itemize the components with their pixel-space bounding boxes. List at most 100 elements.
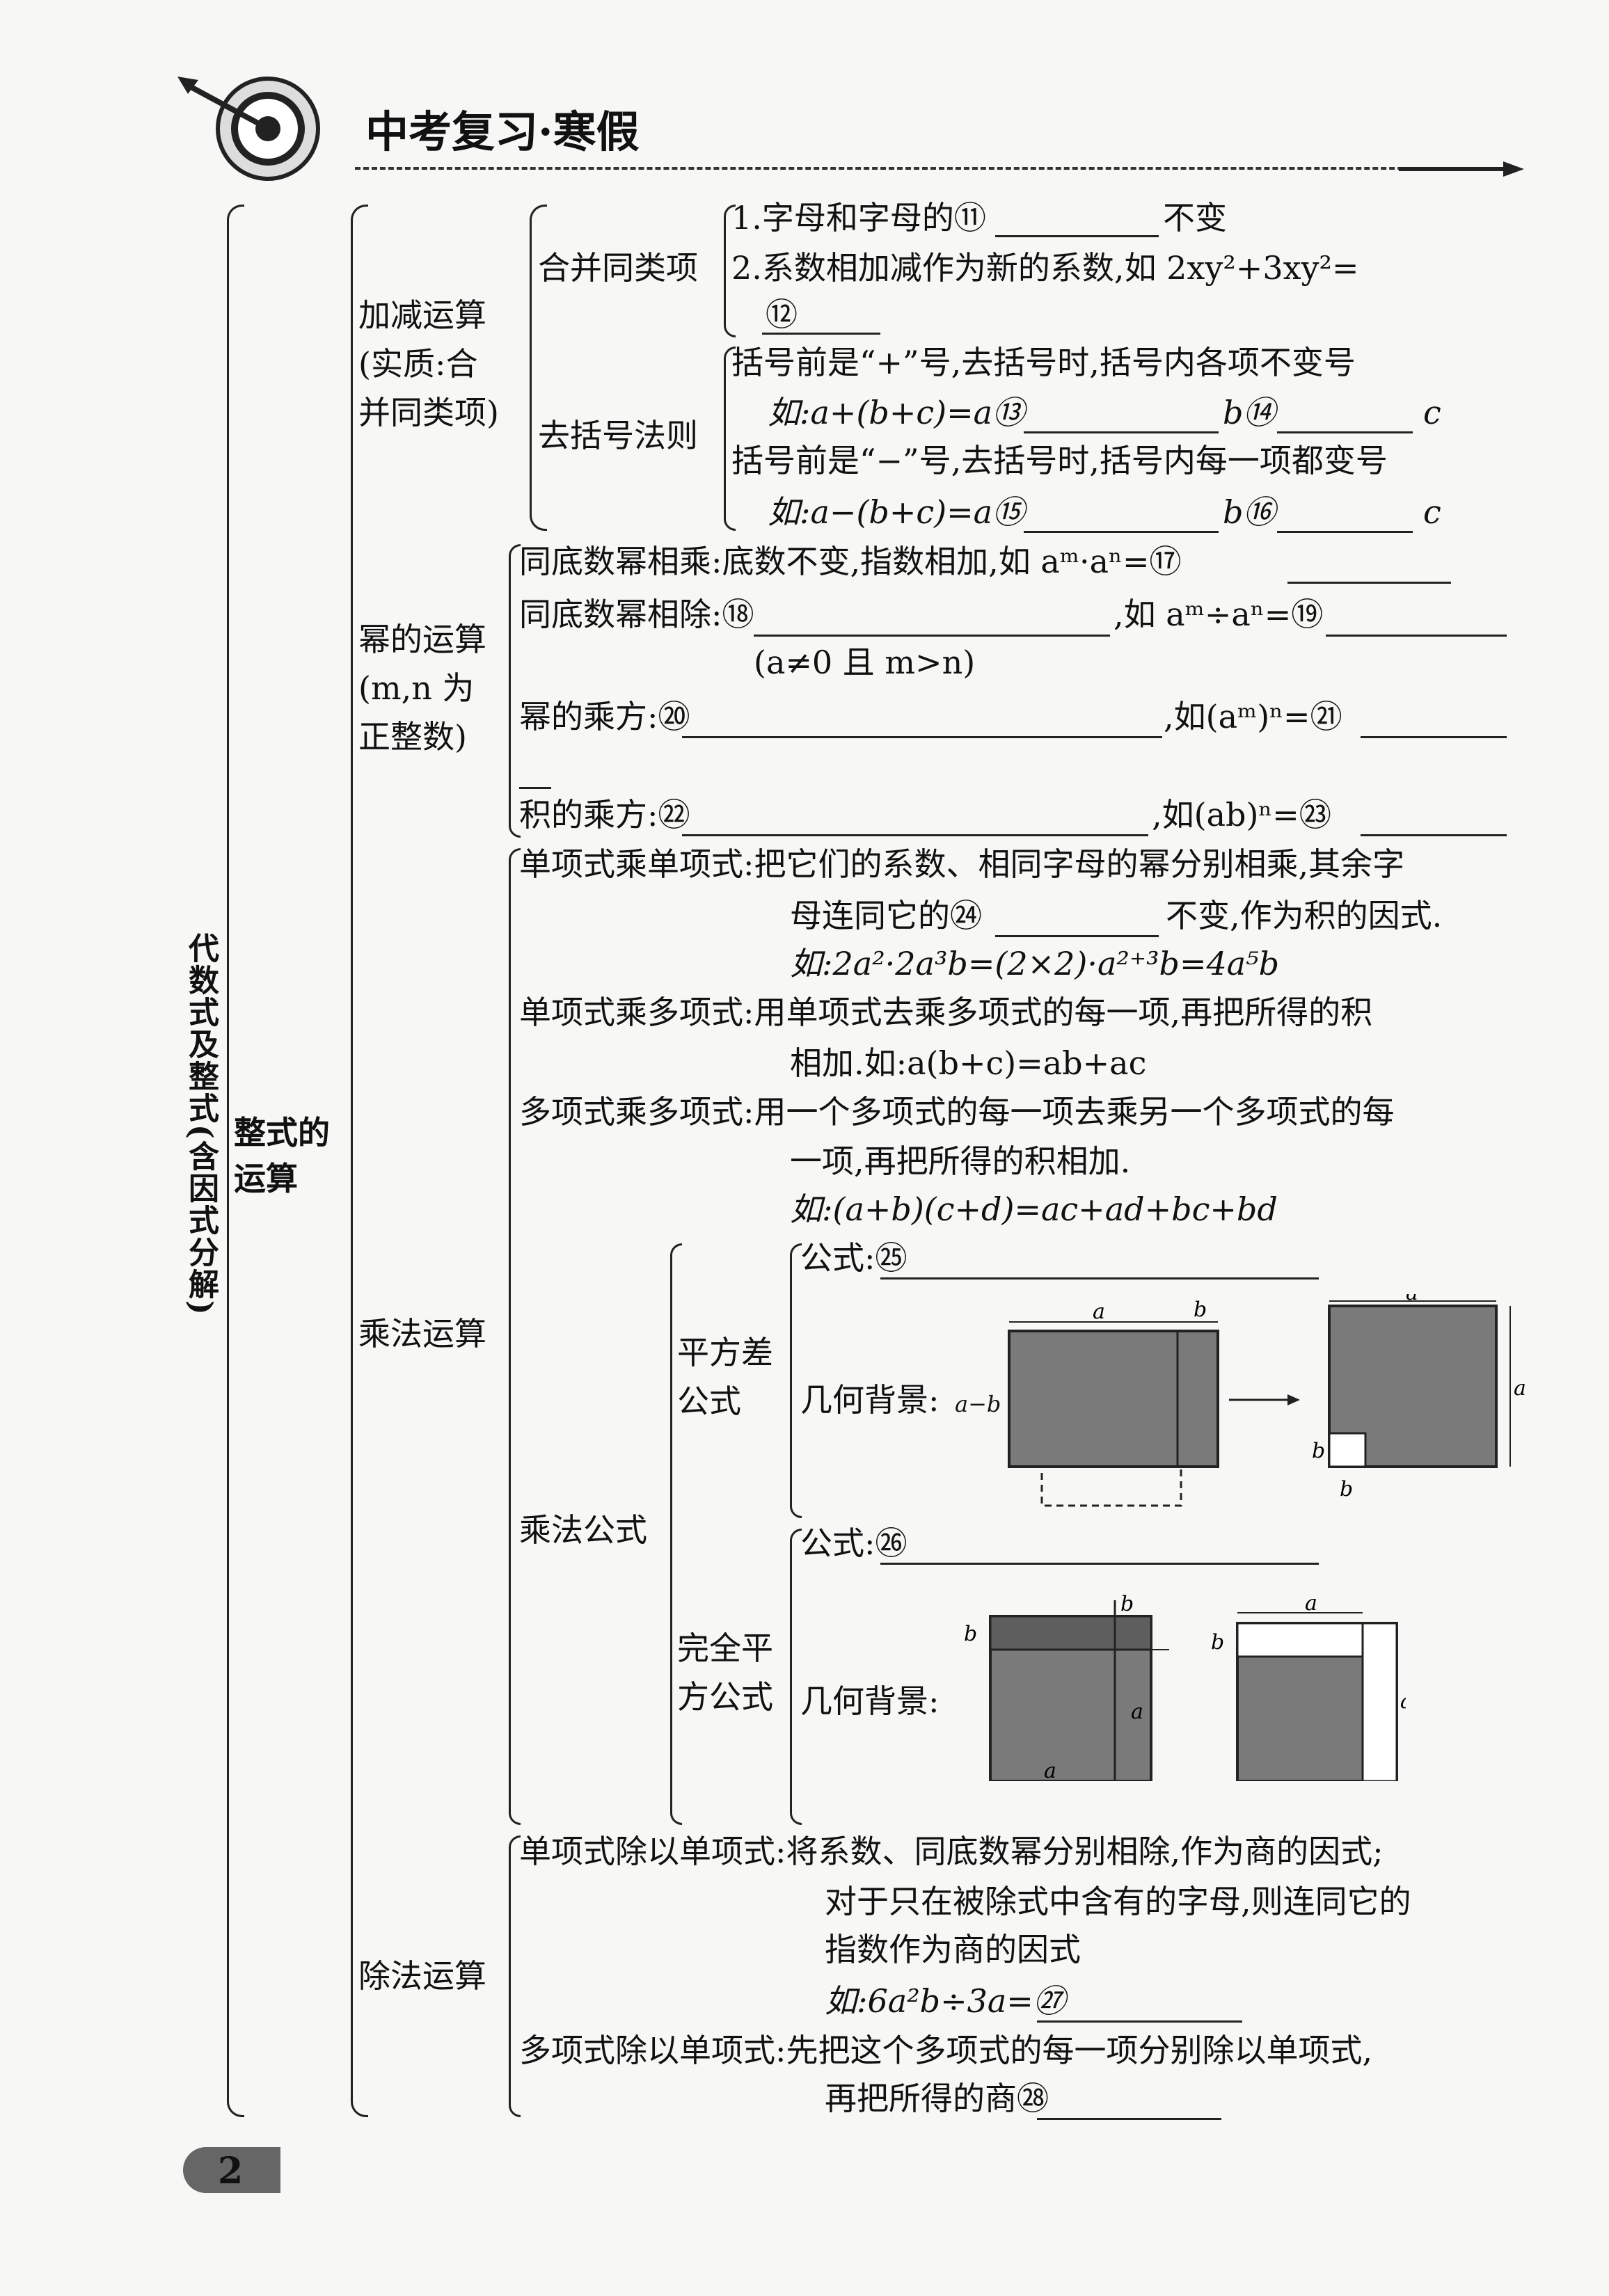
- blank-17[interactable]: [1287, 582, 1451, 584]
- example-text: c: [1423, 493, 1441, 531]
- rule-text: 积的乘方:㉒: [519, 796, 690, 834]
- diff-squares-figure: ab a a bb: [1008, 1294, 1526, 1507]
- label-line: 平方差: [677, 1334, 773, 1371]
- rule-text: ,如 aᵐ÷aⁿ=⑲: [1113, 596, 1324, 633]
- label-line: 正整数): [358, 718, 467, 756]
- blank-20[interactable]: [682, 736, 1162, 738]
- svg-text:b: b: [1211, 1630, 1224, 1655]
- blank-23[interactable]: [1361, 834, 1507, 836]
- diff-squares-label: 平方差公式: [677, 1328, 773, 1426]
- rule-text: 相加.如:a(b+c)=ab+ac: [790, 1044, 1147, 1082]
- square-a: [1008, 1330, 1219, 1468]
- subject-text: 整式的运算: [234, 1114, 330, 1197]
- formula-label: 乘法公式: [519, 1511, 647, 1549]
- svg-text:a: a: [1400, 1689, 1406, 1714]
- example-text: 如:6a²b÷3a=㉗: [825, 1982, 1065, 2020]
- page-header-title: 中考复习·寒假: [365, 106, 640, 157]
- rule-text: 一项,再把所得的积相加.: [790, 1142, 1131, 1180]
- blank-21[interactable]: [1361, 736, 1507, 738]
- rule-text: 再把所得的商㉘: [825, 2080, 1049, 2117]
- svg-text:a: a: [1514, 1376, 1526, 1401]
- blank-13[interactable]: [1024, 431, 1219, 433]
- rule-text: 幂的乘方:⑳: [519, 698, 690, 735]
- divide-label: 除法运算: [358, 1957, 486, 1995]
- power-label: 幂的运算 (m,n 为正整数): [358, 615, 486, 761]
- svg-text:b: b: [1194, 1298, 1207, 1322]
- example-text: 如:a−(b+c)=a⑮: [768, 493, 1025, 531]
- rule-text: 括号前是“−”号,去括号时,括号内每一项都变号: [731, 442, 1388, 479]
- formula-text: 公式:㉖: [800, 1524, 907, 1562]
- blank-26[interactable]: [880, 1563, 1319, 1565]
- square-brace: [790, 1529, 802, 1825]
- svg-text:b: b: [1120, 1593, 1134, 1616]
- blank-16[interactable]: [1277, 531, 1413, 533]
- blank-19[interactable]: [1326, 635, 1507, 637]
- label-line: (m,n 为: [358, 669, 475, 707]
- moved-strip: [1040, 1465, 1182, 1507]
- geometry-label: a−b: [955, 1391, 1001, 1417]
- brackets-label: 去括号法则: [538, 417, 698, 454]
- svg-text:a: a: [1406, 1294, 1418, 1305]
- geometry-text: 几何背景:: [800, 1381, 940, 1419]
- blank-25[interactable]: [880, 1277, 1319, 1279]
- rule-text: ,如(aᵐ)ⁿ=㉑: [1164, 698, 1342, 735]
- label-line: 幂的运算: [358, 621, 486, 658]
- page-number: 2: [218, 2150, 244, 2192]
- formula-text: 公式:㉕: [800, 1239, 907, 1277]
- example-text: 如:2a²·2a³b=(2×2)·a²⁺³b=4a⁵b: [790, 945, 1280, 982]
- rule-text: 单项式乘单项式:把它们的系数、相同字母的幂分别相乘,其余字: [519, 845, 1405, 883]
- rule-text: 对于只在被除式中含有的字母,则连同它的: [825, 1883, 1411, 1920]
- example-text: 如:a+(b+c)=a⑬: [768, 394, 1025, 431]
- header-dashed-line: [355, 167, 1503, 170]
- root-label: 代数式及整式(含因式分解): [183, 932, 219, 1316]
- example-text: c: [1423, 394, 1441, 431]
- blank-27[interactable]: [1037, 2020, 1242, 2023]
- blank-12[interactable]: [762, 333, 880, 335]
- rule-text: 不变,作为积的因式.: [1166, 897, 1443, 934]
- geometry-text: 几何背景:: [800, 1682, 940, 1720]
- label-line: 公式: [677, 1382, 741, 1420]
- svg-text:a: a: [1131, 1700, 1143, 1724]
- divide-brace: [509, 1835, 521, 2117]
- label-line: 加减运算: [358, 296, 486, 334]
- add-sub-label: 加减运算 (实质:合并同类项): [358, 291, 499, 437]
- blank-11[interactable]: [995, 235, 1159, 237]
- blank-28[interactable]: [1037, 2118, 1221, 2120]
- rule-text: 多项式除以单项式:先把这个多项式的每一项分别除以单项式,: [519, 2032, 1373, 2069]
- blank-18[interactable]: [754, 635, 1110, 637]
- svg-text:b: b: [1312, 1439, 1325, 1463]
- blank-24[interactable]: [995, 935, 1159, 937]
- rule-text: 2.系数相加减作为新的系数,如 2xy²+3xy²=: [731, 249, 1359, 287]
- rule-text: 不变: [1163, 199, 1227, 237]
- multiply-label: 乘法运算: [358, 1315, 486, 1353]
- perfect-square-figure: b b a a a a b: [964, 1593, 1406, 1781]
- svg-text:a: a: [1044, 1759, 1056, 1781]
- example-text: 如:(a+b)(c+d)=ac+ad+bc+bd: [790, 1190, 1278, 1228]
- svg-text:b: b: [1340, 1477, 1353, 1501]
- svg-text:a: a: [1305, 1593, 1317, 1616]
- rule-text: 单项式乘多项式:用单项式去乘多项式的每一项,再把所得的积: [519, 994, 1373, 1031]
- perfect-square-label: 完全平方公式: [677, 1624, 773, 1721]
- label-line: (实质:合: [358, 345, 478, 383]
- rule-text: ,如(ab)ⁿ=㉓: [1152, 796, 1331, 834]
- label-line: 完全平: [677, 1629, 773, 1667]
- arrow-icon: [1399, 161, 1524, 177]
- blank-15[interactable]: [1024, 531, 1219, 533]
- rule-text: ⑫: [766, 296, 798, 333]
- rule-text: 括号前是“+”号,去括号时,括号内各项不变号: [731, 344, 1356, 381]
- rule-text: 母连同它的㉔: [790, 897, 982, 934]
- rule-text: 指数作为商的因式: [825, 1931, 1081, 1968]
- power-brace: [509, 544, 521, 838]
- condition-text: (a≠0 且 m>n): [754, 644, 976, 681]
- label-line: 并同类项): [358, 394, 499, 431]
- example-text: b⑯: [1223, 493, 1276, 531]
- label-line: 方公式: [677, 1678, 773, 1716]
- svg-text:a: a: [1093, 1300, 1105, 1324]
- svg-text:b: b: [964, 1622, 977, 1646]
- blank-14[interactable]: [1277, 431, 1413, 433]
- target-arrow-icon: [177, 77, 320, 181]
- operations-brace: [351, 205, 368, 2117]
- rule-text: 1.字母和字母的⑪: [731, 199, 986, 237]
- blank-22[interactable]: [682, 834, 1148, 836]
